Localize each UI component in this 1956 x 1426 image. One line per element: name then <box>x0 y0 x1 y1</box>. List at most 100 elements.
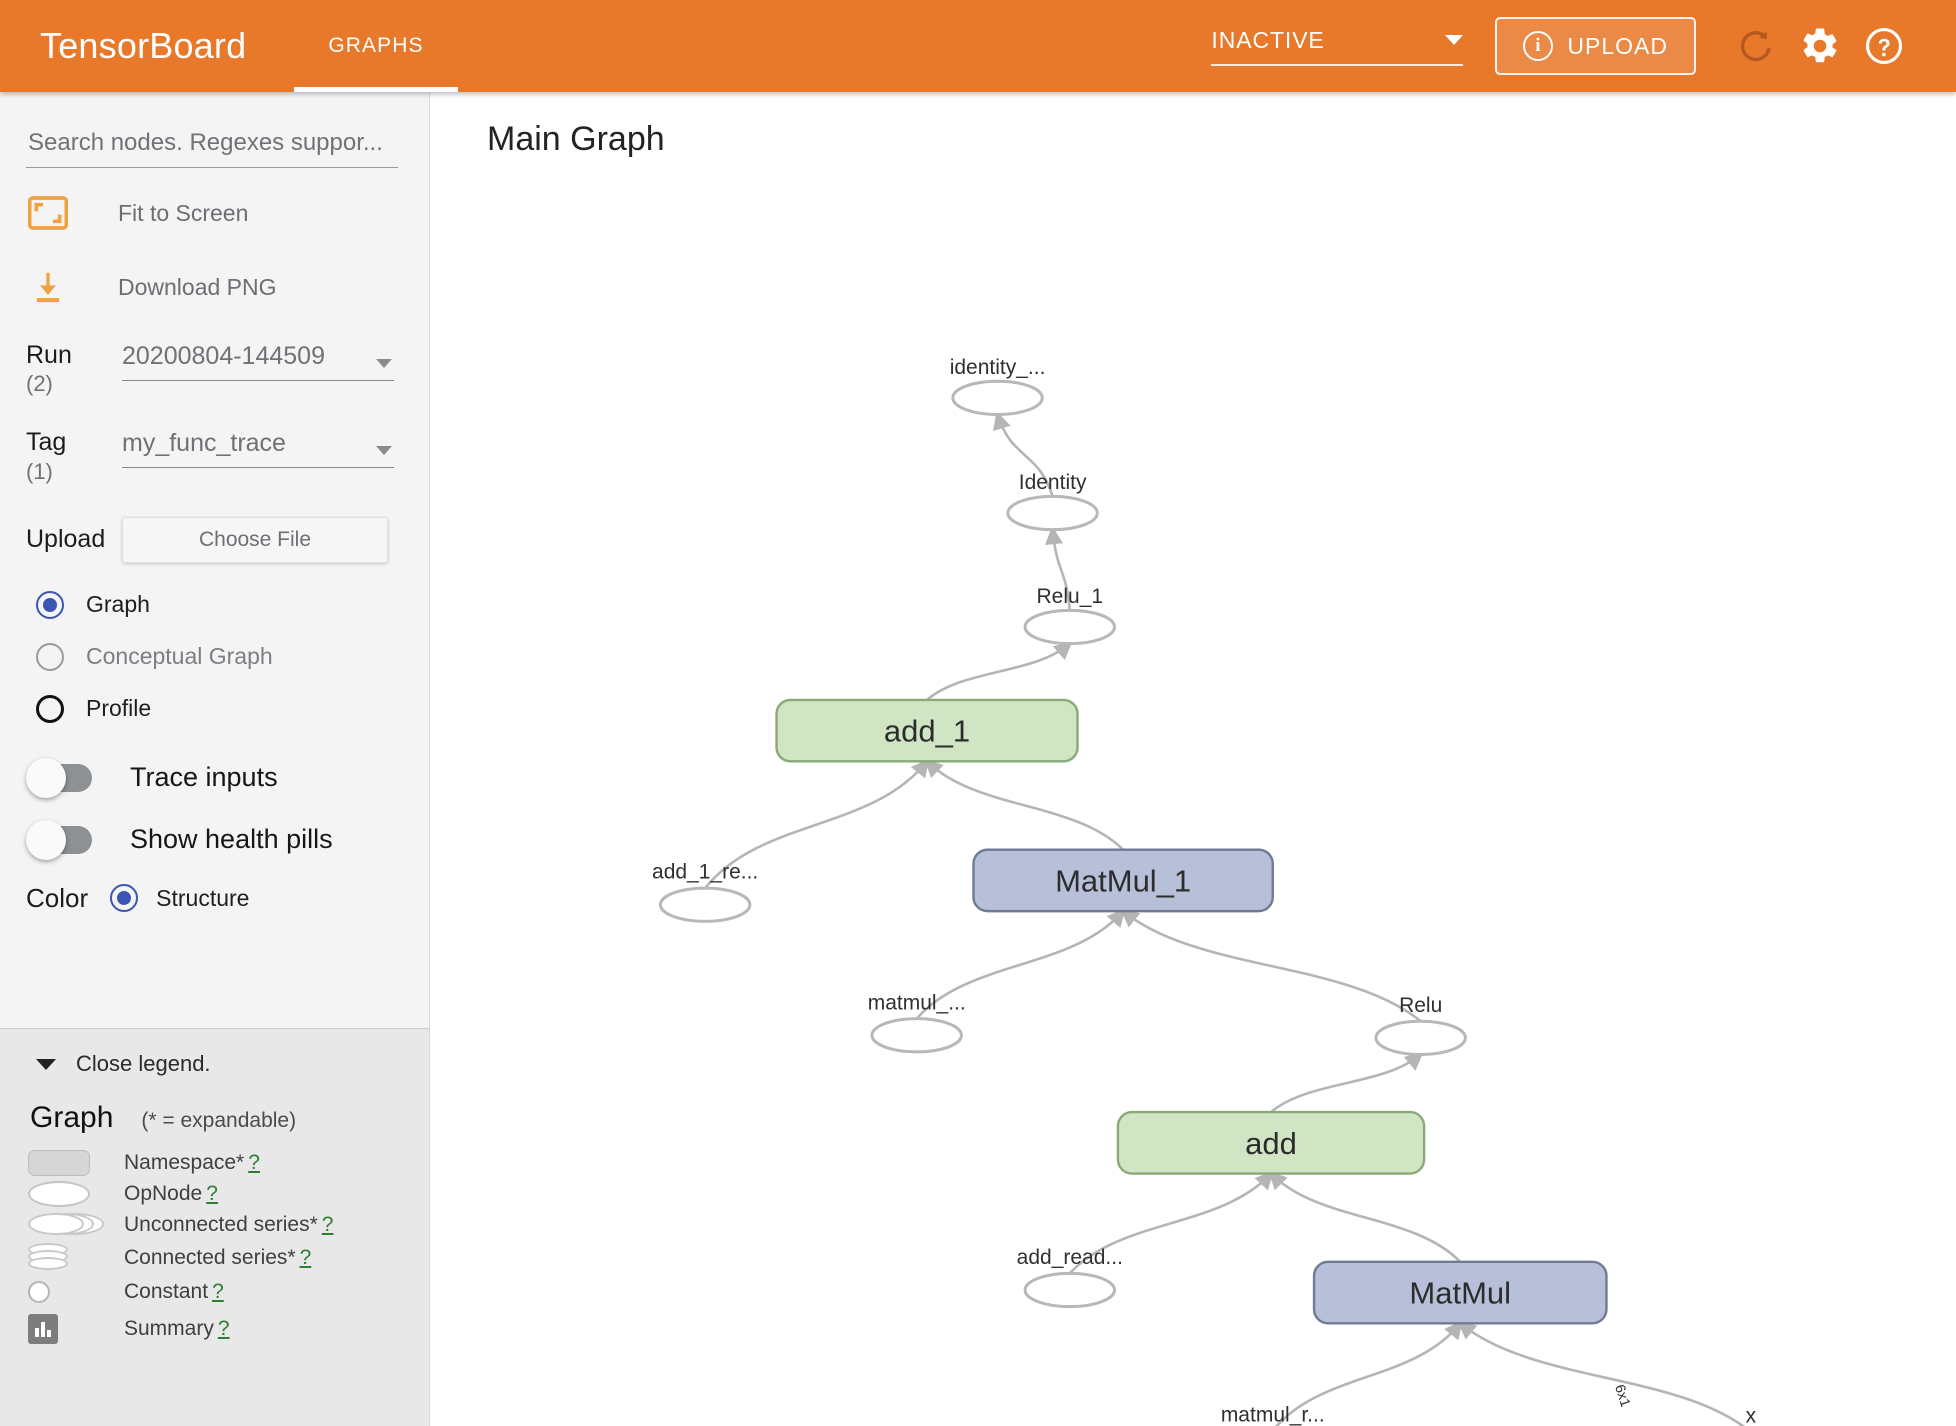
radio-conceptual-graph[interactable]: Conceptual Graph <box>36 631 429 683</box>
graph-node[interactable]: MatMul_1 <box>972 848 1274 913</box>
graph-node-label: identity_... <box>950 356 1046 379</box>
toggle-show-health-pills-switch <box>26 819 92 860</box>
radio-graph[interactable]: Graph <box>36 579 429 631</box>
radio-graph-label: Graph <box>86 591 150 618</box>
radio-structure-label: Structure <box>156 884 250 911</box>
graph-edge <box>926 641 1073 701</box>
legend-heading: Graph (* = expandable) <box>30 1101 429 1135</box>
toggle-show-health-pills-label: Show health pills <box>130 824 333 855</box>
graph-node[interactable]: matmul_... <box>868 991 966 1054</box>
radio-structure-indicator[interactable] <box>110 884 139 913</box>
graph-node-shape <box>1116 1110 1426 1175</box>
color-section: Color Structure <box>26 883 429 914</box>
graph-edge <box>1120 908 1422 1023</box>
graph-node-shape <box>870 1017 963 1054</box>
graph-node-shape <box>951 379 1044 416</box>
graph-node-shape <box>658 886 752 923</box>
legend-panel: Close legend. Graph (* = expandable) Nam… <box>0 1028 429 1426</box>
graph-node-shape <box>1006 494 1099 532</box>
color-label: Color <box>26 882 89 913</box>
chevron-down-icon <box>36 1058 56 1070</box>
toggle-show-health-pills[interactable]: Show health pills <box>26 809 429 871</box>
chevron-down-icon <box>376 446 392 456</box>
constant-icon <box>28 1280 124 1303</box>
graph-node[interactable]: x <box>1706 1405 1795 1426</box>
choose-file-button[interactable]: Choose File <box>122 516 388 563</box>
graph-edge <box>924 758 1125 851</box>
graph-edge <box>1068 1170 1274 1275</box>
graph-node[interactable]: MatMul <box>1312 1260 1608 1325</box>
run-select-value: 20200804-144509 <box>122 342 325 370</box>
radio-profile-label: Profile <box>86 695 152 722</box>
legend-subtitle: (* = expandable) <box>141 1109 297 1132</box>
legend-label-unconnected-series: Unconnected series* <box>124 1212 318 1236</box>
graph-node[interactable]: Identity <box>1006 471 1099 532</box>
close-legend-label: Close legend. <box>76 1051 211 1076</box>
graph-edge <box>704 758 930 889</box>
graph-node[interactable]: add_read... <box>1017 1246 1123 1309</box>
graph-node[interactable]: Relu <box>1374 994 1467 1056</box>
run-select[interactable]: 20200804-144509 <box>122 342 394 381</box>
download-png-button[interactable]: Download PNG <box>26 258 429 316</box>
run-status-value: INACTIVE <box>1211 26 1325 53</box>
connected-series-icon <box>28 1243 124 1273</box>
graph-node[interactable]: identity_... <box>950 356 1046 416</box>
summary-icon <box>28 1313 124 1344</box>
run-status-dropdown[interactable]: INACTIVE <box>1211 26 1464 66</box>
graph-node-label: add_1_re... <box>652 861 758 884</box>
legend-label-namespace: Namespace* <box>124 1150 245 1174</box>
help-link-summary[interactable]: ? <box>217 1316 230 1340</box>
tag-field: Tag (1) my_func_trace <box>26 429 429 483</box>
tab-graphs[interactable]: GRAPHS <box>294 0 458 92</box>
help-link-connected-series[interactable]: ? <box>299 1246 312 1269</box>
graph-node[interactable]: add_1_re... <box>652 861 758 923</box>
legend-title: Graph <box>30 1101 114 1134</box>
search-input[interactable] <box>26 128 398 168</box>
legend-label-constant: Constant <box>124 1279 209 1303</box>
graph-edge <box>1044 526 1072 611</box>
radio-profile[interactable]: Profile <box>36 683 429 735</box>
graph-node-shape <box>1312 1260 1608 1325</box>
graph-node-label: x <box>1746 1405 1757 1426</box>
fit-to-screen-button[interactable]: Fit to Screen <box>26 184 429 242</box>
graph-node[interactable]: add_1 <box>775 698 1079 763</box>
radio-conceptual-graph-label: Conceptual Graph <box>86 643 273 670</box>
toggle-trace-inputs-label: Trace inputs <box>130 762 278 793</box>
legend-label-opnode: OpNode <box>124 1181 203 1205</box>
graph-node-label: Identity <box>1019 471 1087 494</box>
nav-tabs: GRAPHS <box>294 0 458 92</box>
graph-node-shape <box>1374 1019 1467 1056</box>
toggle-trace-inputs[interactable]: Trace inputs <box>26 747 429 809</box>
graph-node-label: MatMul_1 <box>1055 863 1191 898</box>
graph-node[interactable]: Relu_1 <box>1023 585 1117 646</box>
legend-item-connected-series: Connected series*? <box>28 1240 429 1276</box>
graph-node-shape <box>1023 608 1117 646</box>
run-field: Run (2) 20200804-144509 <box>26 342 429 395</box>
radio-profile-indicator <box>36 694 64 723</box>
upload-button[interactable]: i UPLOAD <box>1495 17 1696 75</box>
help-link-constant[interactable]: ? <box>212 1279 224 1303</box>
graph-node[interactable]: matmul_r... <box>1221 1403 1325 1426</box>
info-icon: i <box>1523 31 1554 61</box>
graph-node-label: matmul_r... <box>1221 1403 1325 1426</box>
toggle-trace-inputs-switch <box>26 757 92 798</box>
help-link-unconnected-series[interactable]: ? <box>321 1212 334 1236</box>
graph-edge <box>915 908 1126 1020</box>
refresh-icon[interactable] <box>1724 14 1788 78</box>
graph-node[interactable]: add <box>1116 1110 1426 1175</box>
graph-node-label: matmul_... <box>868 991 966 1014</box>
graph-edge <box>1268 1170 1462 1263</box>
close-legend-button[interactable]: Close legend. <box>36 1051 429 1077</box>
namespace-icon <box>28 1149 124 1176</box>
graph-node-label: add_read... <box>1017 1246 1123 1269</box>
gear-icon[interactable] <box>1788 14 1852 78</box>
run-label: Run (2) <box>26 342 122 395</box>
help-icon[interactable] <box>1852 14 1916 78</box>
tag-select[interactable]: my_func_trace <box>122 429 394 469</box>
help-link-namespace[interactable]: ? <box>248 1150 260 1174</box>
graph-node-shape <box>972 848 1274 913</box>
graph-svg[interactable]: 6x1 identity_...IdentityRelu_1add_1add_1… <box>431 92 1956 1426</box>
help-link-opnode[interactable]: ? <box>206 1181 218 1205</box>
